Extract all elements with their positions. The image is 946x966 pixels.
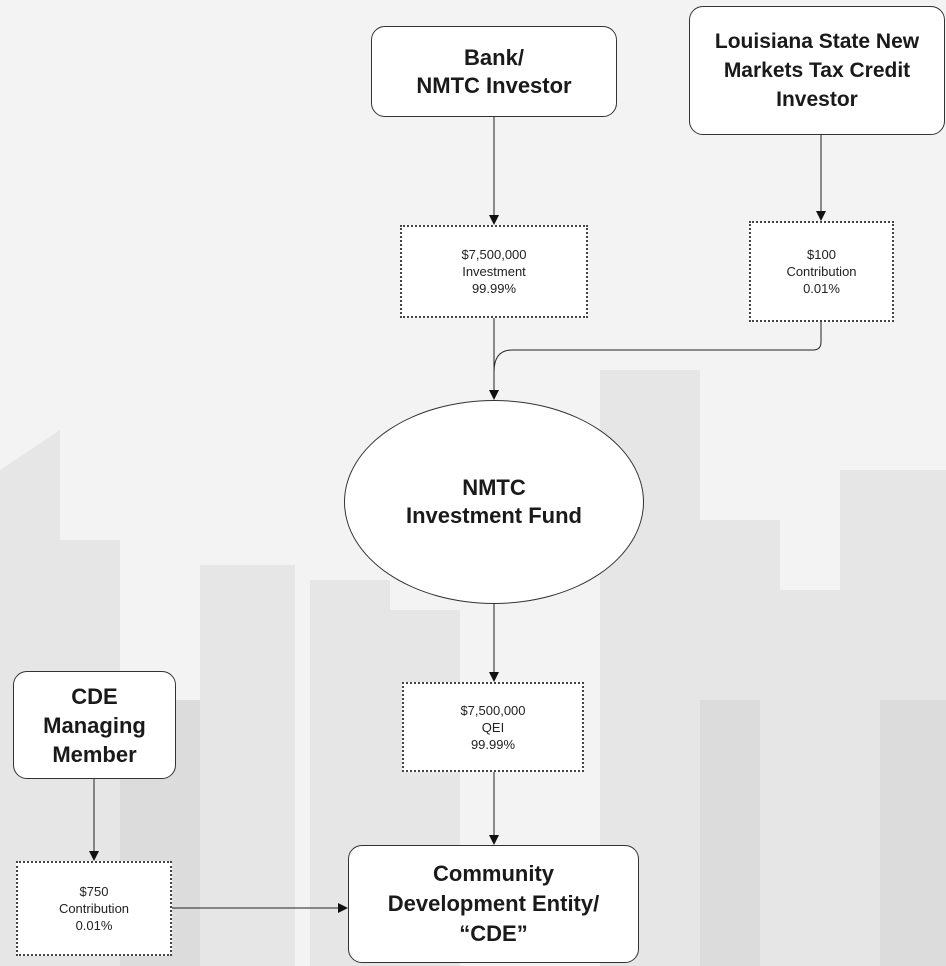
investment-fund-line-2: Investment Fund: [405, 503, 582, 528]
qei-note-percent: 99.99%: [470, 736, 516, 752]
member-contribution-note: $750 Contribution 0.01%: [16, 861, 172, 956]
investment-fund-line-1: NMTC: [462, 475, 526, 500]
investment-note-amount: $7,500,000: [461, 247, 527, 262]
state-contribution-percent: 0.01%: [803, 281, 840, 296]
cde-line-2: Development Entity/: [387, 891, 600, 916]
state-contribution-label: Contribution: [786, 264, 857, 279]
member-contribution-label: Contribution: [58, 901, 130, 916]
qei-note: $7,500,000 QEI 99.99%: [402, 682, 584, 772]
cde-managing-member-line-3: Member: [52, 741, 137, 767]
louisiana-investor-line-2: Markets Tax Credit: [723, 59, 911, 82]
cde-line-3: “CDE”: [459, 921, 528, 946]
state-contribution-amount: $100: [807, 247, 836, 262]
investment-note-percent: 99.99%: [471, 281, 517, 296]
bank-investor-box: Bank/ NMTC Investor: [371, 26, 617, 117]
investment-note: $7,500,000 Investment 99.99%: [400, 225, 588, 318]
louisiana-investor-box: Louisiana State New Markets Tax Credit I…: [689, 6, 945, 135]
cde-managing-member-line-2: Managing: [43, 712, 146, 738]
arrow-contribution-to-fund: [493, 322, 822, 373]
investment-note-label: Investment: [462, 264, 526, 279]
member-contribution-percent: 0.01%: [75, 918, 113, 933]
cde-line-1: Community: [433, 861, 554, 886]
louisiana-investor-line-3: Investor: [776, 88, 858, 111]
state-contribution-note: $100 Contribution 0.01%: [749, 221, 894, 322]
member-contribution-amount: $750: [79, 884, 109, 899]
cde-managing-member-line-1: CDE: [71, 683, 118, 709]
cde-box: Community Development Entity/ “CDE”: [348, 845, 639, 963]
qei-note-label: QEI: [481, 719, 505, 735]
louisiana-investor-line-1: Louisiana State New: [714, 30, 920, 53]
investment-fund-ellipse: NMTC Investment Fund: [344, 400, 644, 604]
bank-investor-line-2: NMTC Investor: [416, 72, 572, 98]
cde-managing-member-box: CDE Managing Member: [13, 671, 176, 779]
bank-investor-line-1: Bank/: [464, 44, 524, 70]
qei-note-amount: $7,500,000: [460, 702, 526, 718]
